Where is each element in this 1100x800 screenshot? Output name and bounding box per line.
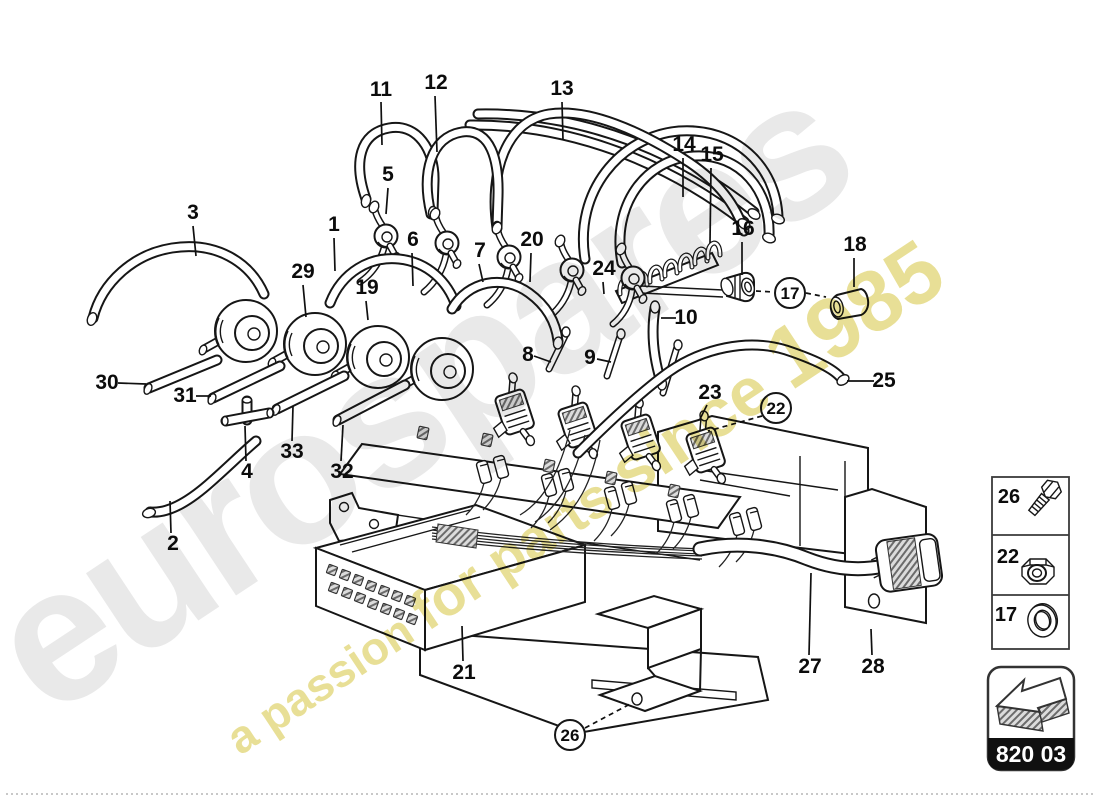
- part-label-4: 4: [241, 460, 253, 483]
- nut-icon: [1021, 558, 1055, 585]
- circled-part-label-26: 26: [554, 719, 586, 751]
- part-label-27: 27: [798, 655, 821, 678]
- circled-part-label-17: 17: [774, 277, 806, 309]
- part-label-9: 9: [584, 346, 596, 369]
- part-label-19: 19: [355, 276, 378, 299]
- main-connector: [870, 533, 944, 593]
- part-label-2: 2: [167, 532, 179, 555]
- part-label-1: 1: [328, 213, 340, 236]
- part-label-12: 12: [424, 71, 447, 94]
- part-label-3: 3: [187, 201, 199, 224]
- part-label-16: 16: [731, 217, 754, 240]
- part-label-32: 32: [330, 460, 353, 483]
- washer-icon: [1027, 603, 1059, 638]
- part-label-13: 13: [550, 77, 573, 100]
- hose-10-25: [572, 300, 850, 459]
- part-label-21: 21: [452, 661, 476, 684]
- section-badge: 820 03: [986, 665, 1076, 772]
- vacuum-hoses: [354, 107, 785, 269]
- leader-lines: [117, 95, 874, 729]
- bolt-icon: [1027, 479, 1063, 517]
- part-label-14: 14: [672, 133, 696, 156]
- hardware-legend: 26 22 17: [991, 476, 1070, 650]
- blanking-cap: [829, 287, 870, 321]
- part-label-18: 18: [843, 233, 867, 256]
- left-hoses: [86, 241, 564, 350]
- svg-text:22: 22: [767, 399, 786, 418]
- part-label-31: 31: [173, 384, 197, 407]
- mounting-bracket-small: [594, 594, 705, 713]
- part-label-23: 23: [698, 381, 721, 404]
- part-label-15: 15: [700, 143, 724, 166]
- part-label-28: 28: [861, 655, 885, 678]
- part-label-8: 8: [522, 343, 534, 366]
- part-label-33: 33: [280, 440, 303, 463]
- wiring-harness: [431, 454, 944, 593]
- part-label-11: 11: [370, 78, 393, 101]
- part-label-10: 10: [674, 306, 697, 329]
- manifold-fitting: [720, 271, 756, 303]
- badge-code-band: [988, 738, 1074, 770]
- legend-number-26: 26: [998, 486, 1020, 508]
- part-label-24: 24: [592, 257, 616, 280]
- svg-text:17: 17: [781, 284, 800, 303]
- circled-part-label-22: 22: [760, 392, 792, 424]
- small-pipes: [141, 354, 411, 519]
- tee-connector: [220, 395, 275, 427]
- legend-number-17: 17: [995, 604, 1017, 626]
- part-labels: 11 12 13 14 15 5 3 1 6 7 20 24 16 18 29 …: [95, 71, 896, 751]
- part-label-5: 5: [382, 163, 394, 186]
- direction-arrow-icon: [994, 676, 1070, 732]
- ecu-box: [312, 491, 589, 652]
- badge-code: 820 03: [996, 741, 1066, 767]
- part-label-25: 25: [872, 369, 896, 392]
- svg-text:26: 26: [561, 726, 580, 745]
- part-label-29: 29: [291, 260, 314, 283]
- part-label-6: 6: [407, 228, 419, 251]
- part-label-30: 30: [95, 371, 118, 394]
- part-label-20: 20: [520, 228, 543, 251]
- part-label-7: 7: [474, 239, 486, 262]
- legend-number-22: 22: [997, 546, 1019, 568]
